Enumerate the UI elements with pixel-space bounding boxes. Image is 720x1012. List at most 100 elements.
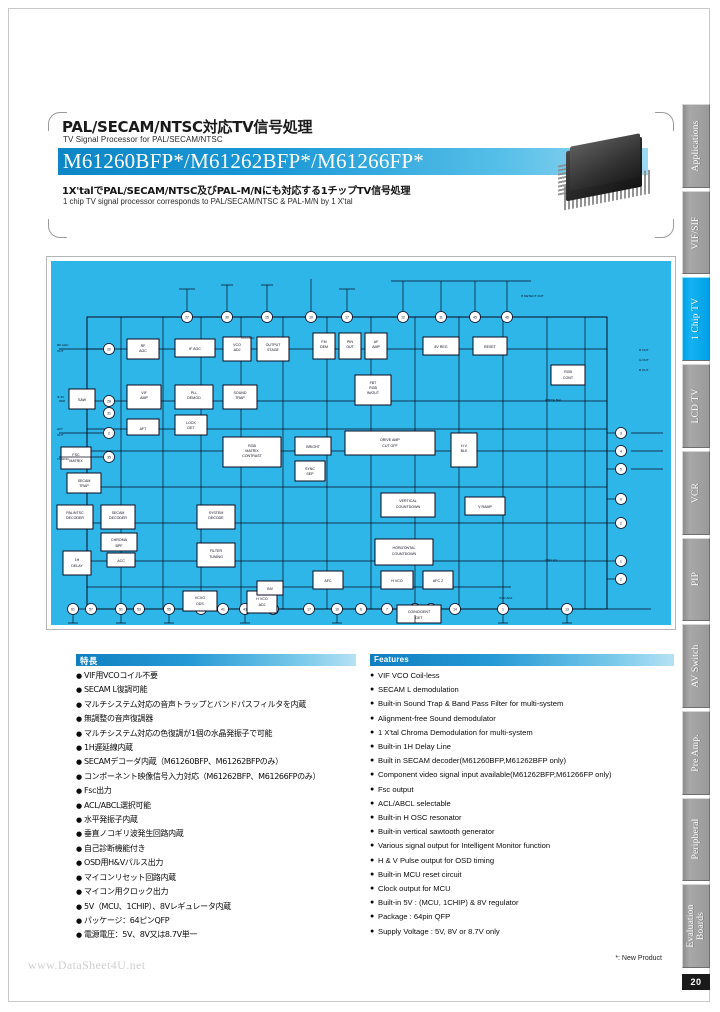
list-item: ACL/ABCL selectable <box>370 797 674 811</box>
card-corner-top-right <box>655 112 674 131</box>
sidebar-item-1-chip-tv[interactable]: 1 Chip TV <box>682 277 710 362</box>
svg-text:25: 25 <box>265 315 269 319</box>
svg-text:SOUND: SOUND <box>234 391 247 395</box>
list-item: ACL/ABCL選択可能 <box>76 799 356 814</box>
svg-text:8V REG: 8V REG <box>434 345 447 349</box>
svg-text:SECAM: SECAM <box>78 479 91 483</box>
svg-text:H VCO: H VCO <box>256 597 268 601</box>
svg-text:13: 13 <box>565 607 569 611</box>
list-item: OSD用H&Vパルス出力 <box>76 856 356 871</box>
sidebar-item-pre-amp[interactable]: Pre Amp. <box>682 710 710 795</box>
list-item: 水平発振子内蔵 <box>76 813 356 828</box>
svg-text:OUT: OUT <box>57 433 64 437</box>
svg-text:SEP: SEP <box>306 472 314 476</box>
svg-text:RESET: RESET <box>484 345 497 349</box>
svg-text:DECODER: DECODER <box>66 516 84 520</box>
svg-text:VCO: VCO <box>233 343 241 347</box>
svg-text:53: 53 <box>137 607 141 611</box>
sidebar-item-pip[interactable]: PIP <box>682 537 710 622</box>
svg-text:PIN: PIN <box>347 340 353 344</box>
svg-text:DDS: DDS <box>196 602 204 606</box>
svg-text:45: 45 <box>473 315 477 319</box>
block-diagram-canvas: .wire { stroke:#0a0a1e; stroke-width:1; … <box>51 261 671 625</box>
sidebar-item-evaluation-boards[interactable]: Evaluation Boards <box>682 884 710 969</box>
svg-text:COUNTDOWN: COUNTDOWN <box>396 505 421 509</box>
svg-text:OSD Vcc: OSD Vcc <box>545 558 558 562</box>
svg-text:61: 61 <box>71 607 75 611</box>
svg-text:AF: AF <box>374 340 379 344</box>
svg-text:DECODE: DECODE <box>208 516 224 520</box>
list-item: 垂直ノコギリ波発生回路内蔵 <box>76 827 356 842</box>
svg-text:HORIZONTAL: HORIZONTAL <box>393 546 416 550</box>
svg-text:1H: 1H <box>75 558 80 562</box>
sidebar-item-vcr[interactable]: VCR <box>682 450 710 535</box>
sidebar-item-label: Applications <box>691 120 701 172</box>
features-heading-english: Features <box>370 654 674 666</box>
list-item: VIF用VCOコイル不要 <box>76 669 356 684</box>
sidebar-item-applications[interactable]: Applications <box>682 104 710 188</box>
svg-text:WHITE BAL: WHITE BAL <box>545 398 562 402</box>
svg-text:TUNING: TUNING <box>57 457 69 461</box>
svg-text:VCO ADJ: VCO ADJ <box>499 596 513 600</box>
svg-text:51: 51 <box>119 607 123 611</box>
part-number-text: M61260BFP*/M61262BFP*/M61266FP* <box>63 149 424 173</box>
svg-text:OUT: OUT <box>346 345 354 349</box>
card-corner-bottom-left <box>48 219 67 238</box>
svg-text:IN/OUT: IN/OUT <box>367 391 380 395</box>
list-item: 電源電圧：5V、8V又は8.7V単一 <box>76 928 356 943</box>
svg-text:TRAP: TRAP <box>79 484 89 488</box>
sidebar-item-vif-sif[interactable]: VIF/SIF <box>682 190 710 275</box>
card-corner-bottom-right <box>655 219 674 238</box>
svg-text:35: 35 <box>107 455 111 459</box>
part-number-banner: M61260BFP*/M61262BFP*/M61266FP* <box>58 148 648 175</box>
svg-text:AMP: AMP <box>140 396 148 400</box>
list-item: 1H遅延線内蔵 <box>76 741 356 756</box>
svg-text:AGC: AGC <box>139 349 147 353</box>
svg-text:2: 2 <box>620 577 622 581</box>
new-product-note: *: New Product <box>615 955 662 962</box>
sidebar-item-label: PIP <box>691 572 701 587</box>
list-item: SECAMデコーダ内蔵（M61260BFP、M61262BFPのみ） <box>76 755 356 770</box>
svg-text:SYSTEM: SYSTEM <box>209 511 224 515</box>
svg-text:1: 1 <box>502 607 504 611</box>
svg-text:7: 7 <box>386 607 388 611</box>
svg-text:V RAMP: V RAMP <box>478 505 492 509</box>
svg-text:ACC: ACC <box>117 559 125 563</box>
sidebar-item-peripheral[interactable]: Peripheral <box>682 797 710 882</box>
sidebar-item-label: VCR <box>691 482 701 503</box>
svg-text:RGB: RGB <box>564 370 572 374</box>
list-item: 自己診断機能付き <box>76 842 356 857</box>
svg-text:PLL: PLL <box>191 391 197 395</box>
features-heading-japanese: 特長 <box>76 654 356 667</box>
svg-text:2: 2 <box>108 431 110 435</box>
block-diagram-frame: .wire { stroke:#0a0a1e; stroke-width:1; … <box>46 256 676 630</box>
list-item: Supply Voltage : 5V, 8V or 8.7V only <box>370 925 674 939</box>
svg-text:DELAY: DELAY <box>71 564 83 568</box>
sidebar-item-lcd-tv[interactable]: LCD TV <box>682 364 710 448</box>
svg-text:11: 11 <box>439 315 443 319</box>
svg-text:FILTER: FILTER <box>210 549 223 553</box>
svg-text:DECODER: DECODER <box>109 516 127 520</box>
svg-text:17: 17 <box>345 315 349 319</box>
svg-text:6: 6 <box>360 607 362 611</box>
sidebar-item-label: 1 Chip TV <box>691 298 701 341</box>
subtitle-japanese: 1X'talでPAL/SECAM/NTSC及びPAL-M/Nにも対応する1チップ… <box>62 186 411 197</box>
svg-text:CONTRAST: CONTRAST <box>242 454 263 458</box>
svg-text:DRIVE AMP: DRIVE AMP <box>380 438 400 442</box>
svg-text:AFC: AFC <box>324 579 332 583</box>
svg-text:14: 14 <box>453 607 457 611</box>
list-item: SECAM L demodulation <box>370 683 674 697</box>
list-item: Package : 64pin QFP <box>370 910 674 924</box>
svg-text:IF IN: IF IN <box>57 395 64 399</box>
svg-text:CONT: CONT <box>563 376 574 380</box>
sidebar-item-av-switch[interactable]: AV Switch <box>682 624 710 708</box>
features-list-english: VIF VCO Coil-less SECAM L demodulation B… <box>370 669 674 939</box>
list-item: H & V Pulse output for OSD timing <box>370 854 674 868</box>
svg-text:SAW: SAW <box>78 398 87 402</box>
list-item: Various signal output for Intelligent Mo… <box>370 839 674 853</box>
list-item: Alignment-free Sound demodulator <box>370 712 674 726</box>
svg-text:VERTICAL: VERTICAL <box>399 499 417 503</box>
sidebar-item-label: Pre Amp. <box>691 734 701 772</box>
svg-text:LOCK: LOCK <box>186 421 196 425</box>
